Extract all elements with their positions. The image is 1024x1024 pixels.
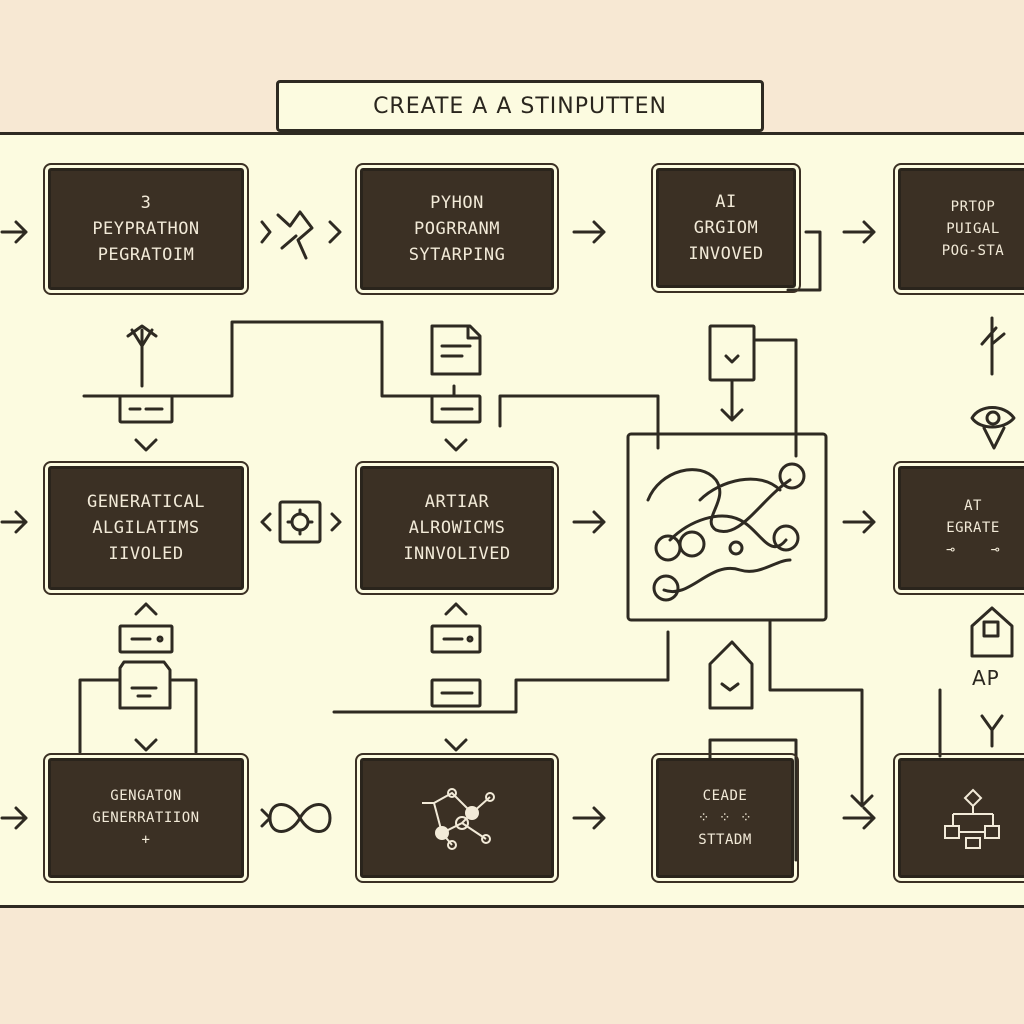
node-python-program: PYHON POGRRANM SYTARPING [355,163,559,295]
arrow-right-icon [0,510,28,534]
document-icon [430,324,482,376]
node-line: ALROWICMS [408,518,506,538]
arrow-right-icon [0,806,28,830]
node-plus-glyph: + [141,832,151,848]
arrow-right-icon [0,220,28,244]
node-line: AI [715,192,737,212]
fork-icon [260,210,342,260]
arrow-right-icon [572,220,606,244]
flowchart-icon [944,788,1000,849]
arrow-right-icon [842,220,876,244]
node-line: GENERATICAL [86,492,206,512]
node-line: EGRATE [946,520,1000,536]
node-ai-integrate: AT EGRATE ⊸ ⊸ [893,461,1024,595]
node-line: POG-STA [941,243,1005,259]
node-line: GENGATON [110,788,182,804]
node-flowchart [893,753,1024,883]
node-line: PEGRATOIM [97,245,195,265]
node-generation: GENGATON GENERRATIION + [43,753,249,883]
house-icon [970,606,1014,658]
gear-card-icon [260,500,342,544]
node-create-stadium: CEADE ⁘ ⁘ ⁘ STTADM [651,753,799,883]
node-prototype-program: PRTOP PUIGAL POG-STA [893,163,1024,295]
node-dots-glyph: ⁘ ⁘ ⁘ [697,810,753,826]
node-line: IIVOLED [108,544,184,564]
arrow-right-icon [572,806,606,830]
node-generative-algorithms: GENERATICAL ALGILATIMS IIVOLED [43,461,249,595]
node-graph [355,753,559,883]
eye-icon [970,406,1016,450]
node-connector-glyph: ⊸ ⊸ [946,542,1000,558]
node-line: GRGIOM [693,218,759,238]
arrow-right-icon [842,510,876,534]
heart-card-icon [118,660,172,710]
node-line: CEADE [702,788,748,804]
node-preparation-program: 3 PEYPRATHON PEGRATOIM [43,163,249,295]
node-line: SYTARPING [408,245,506,265]
node-line: PRTOP [950,199,996,215]
arrow-right-icon [842,806,876,830]
node-line: PYHON [430,193,484,213]
node-line: PEYPRATHON [92,219,200,239]
node-line: AT [964,498,982,514]
node-artificial-algorithms: ARTIAR ALROWICMS INNVOLIVED [355,461,559,595]
arrow-right-icon [572,510,606,534]
node-line: 3 [140,193,152,213]
diagram-title: CREATE A A STINPUTTEN [276,80,764,132]
node-line: STTADM [698,832,752,848]
node-ai-program: AI GRGIOM INVOVED [651,163,801,293]
node-line: PUIGAL [946,221,1000,237]
infinity-icon [260,803,332,833]
node-line: INNVOLIVED [403,544,511,564]
node-line: GENERRATIION [92,810,200,826]
node-line: INVOVED [688,244,764,264]
ap-label: AP [972,666,1000,690]
network-graph-icon [626,432,828,622]
network-graph-icon [422,788,495,850]
node-line: ARTIAR [424,492,490,512]
house-icon [708,640,754,710]
node-line: POGRRANM [414,219,500,239]
node-line: ALGILATIMS [92,518,200,538]
